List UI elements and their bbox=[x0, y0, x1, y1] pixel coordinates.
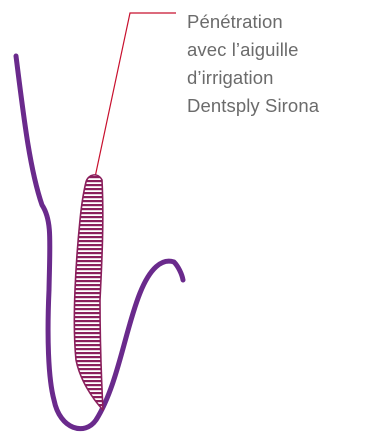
leader-line bbox=[94, 13, 176, 182]
annotation-line-1: Pénétration bbox=[187, 8, 373, 36]
annotation-line-3: d’irrigation bbox=[187, 64, 373, 92]
annotation-line-4: Dentsply Sirona bbox=[187, 92, 373, 120]
irrigation-needle bbox=[74, 175, 103, 410]
needle-annotation: Pénétration avec l’aiguille d’irrigation… bbox=[187, 8, 373, 120]
annotation-line-2: avec l’aiguille bbox=[187, 36, 373, 64]
